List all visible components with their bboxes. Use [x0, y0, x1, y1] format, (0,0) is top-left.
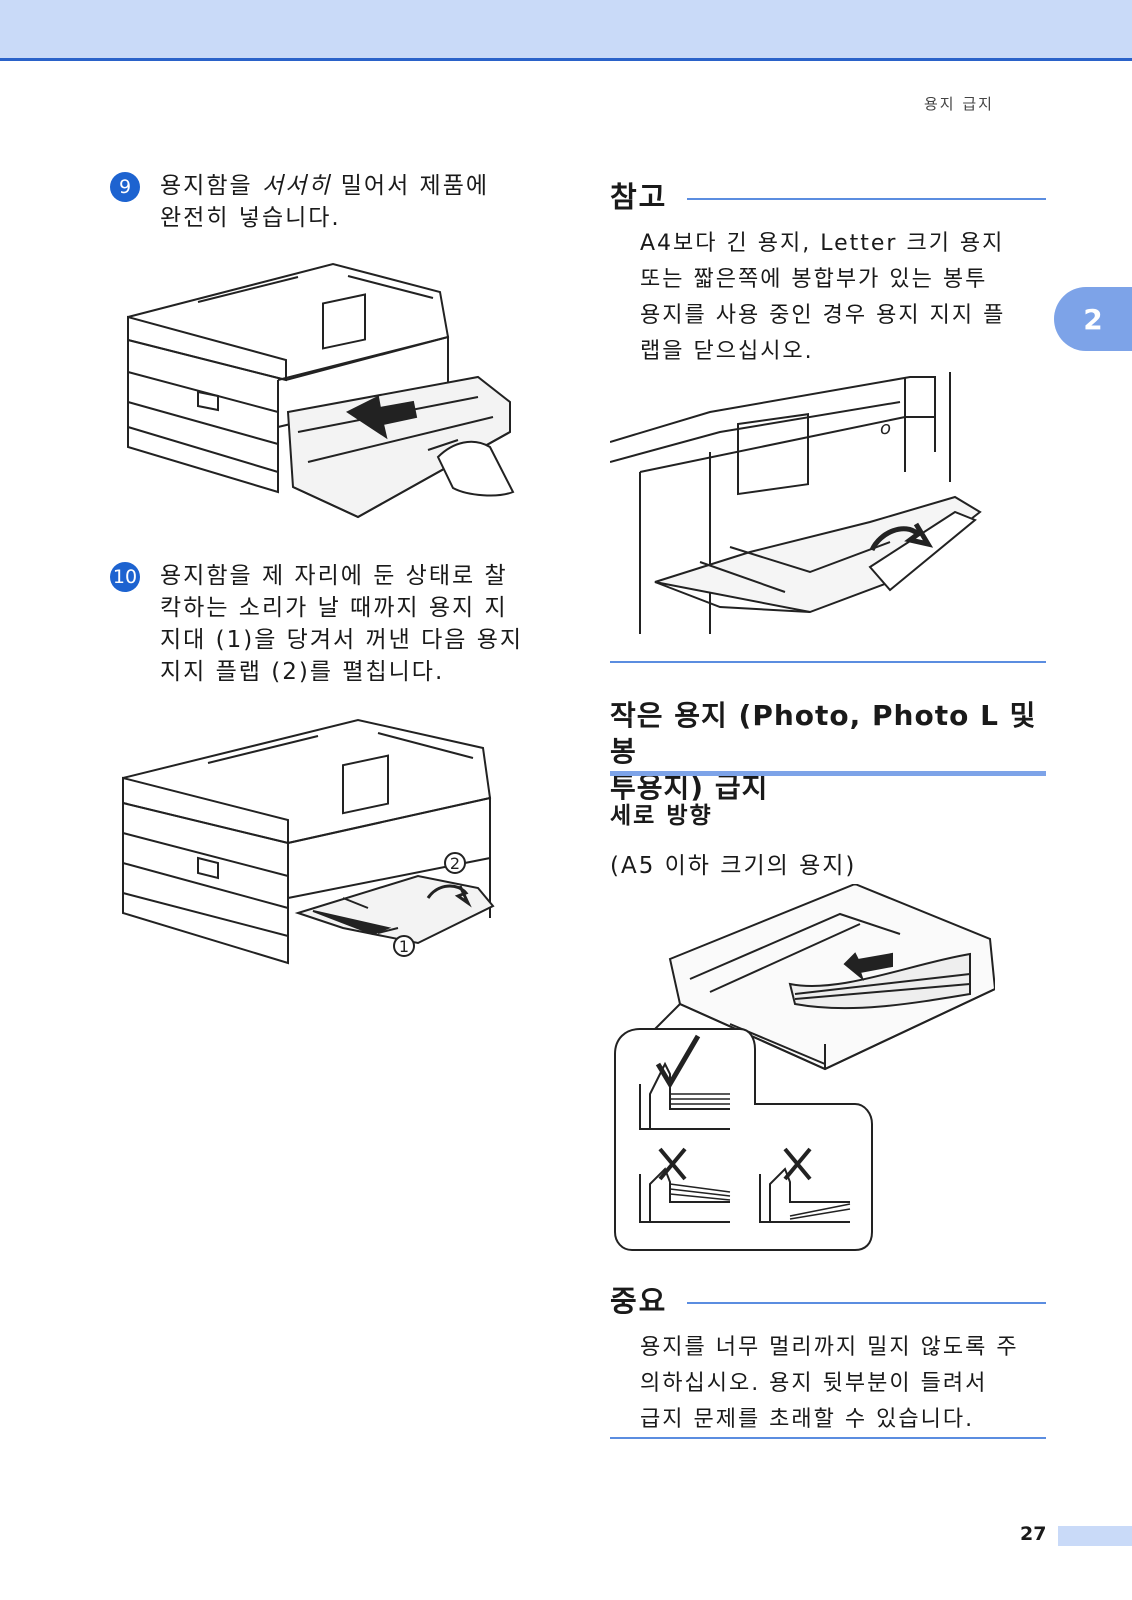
step-10-line: 용지함을 제 자리에 둔 상태로 찰 — [160, 563, 508, 589]
note-body: A4보다 긴 용지, Letter 크기 용지 또는 짧은쪽에 봉합부가 있는 … — [640, 226, 1046, 370]
top-header-band — [0, 0, 1132, 61]
running-header: 용지 급지 — [924, 95, 994, 113]
important-bottom-rule — [610, 1437, 1046, 1439]
note-title: 참고 — [610, 180, 668, 214]
step-10: 10 용지함을 제 자리에 둔 상태로 찰 칵하는 소리가 날 때까지 용지 지… — [110, 560, 550, 688]
section-title-line: 작은 용지 (Photo, Photo L 및 봉 — [610, 699, 1037, 768]
step-10-line: 칵하는 소리가 날 때까지 용지 지 — [160, 595, 508, 621]
step-10-text: 용지함을 제 자리에 둔 상태로 찰 칵하는 소리가 날 때까지 용지 지 지대… — [160, 560, 550, 688]
step-9-text: 용지함을 서서히 밀어서 제품에 완전히 넣습니다. — [160, 170, 550, 234]
step-9-text-part: 용지함을 — [160, 173, 262, 199]
step-10-line: 지대 (1)을 당겨서 꺼낸 다음 용지 — [160, 627, 524, 653]
important-title: 중요 — [610, 1284, 668, 1318]
svg-text:o: o — [880, 418, 891, 439]
note-line: 용지를 사용 중인 경우 용지 지지 플 — [640, 303, 1006, 328]
callout-1: 1 — [399, 937, 409, 956]
section-title-line: 투용지) 급지 — [610, 771, 769, 804]
step-9-emphasis: 서서히 — [261, 173, 332, 199]
step-9-text-part: 밀어서 제품에 — [331, 173, 490, 199]
step-9-line-2: 완전히 넣습니다. — [160, 205, 341, 231]
step-number-badge: 10 — [110, 562, 140, 592]
step-number-badge: 9 — [110, 172, 140, 202]
important-box: 중요 용지를 너무 멀리까지 밀지 않도록 주 의하십시오. 용지 뒷부분이 들… — [610, 1278, 1046, 1438]
subheading: 세로 방향 — [610, 803, 713, 829]
printer-support-flap-illustration: 1 2 — [122, 718, 495, 965]
important-line: 용지를 너무 멀리까지 밀지 않도록 주 — [640, 1335, 1019, 1360]
note-line: A4보다 긴 용지, Letter 크기 용지 — [640, 231, 1005, 256]
important-line: 급지 문제를 초래할 수 있습니다. — [640, 1407, 975, 1432]
support-flap-close-illustration: o — [610, 372, 982, 634]
callout-2: 2 — [450, 854, 460, 873]
important-line: 의하십시오. 용지 뒷부분이 들려서 — [640, 1371, 988, 1396]
important-body: 용지를 너무 멀리까지 밀지 않도록 주 의하십시오. 용지 뒷부분이 들려서 … — [640, 1330, 1046, 1438]
step-9: 9 용지함을 서서히 밀어서 제품에 완전히 넣습니다. — [110, 170, 550, 234]
chapter-tab: 2 — [1054, 287, 1132, 351]
step-10-line: 지지 플랩 (2)를 펼칩니다. — [160, 659, 445, 685]
section-title-rule — [610, 771, 1046, 776]
note-line: 랩을 닫으십시오. — [640, 339, 814, 364]
note-box: 참고 A4보다 긴 용지, Letter 크기 용지 또는 짧은쪽에 봉합부가 … — [610, 174, 1046, 370]
note-line: 또는 짧은쪽에 봉합부가 있는 봉투 — [640, 267, 988, 292]
printer-tray-push-illustration — [127, 262, 515, 519]
footer-band — [1058, 1526, 1132, 1546]
section-divider — [610, 661, 1046, 663]
paper-size-note: (A5 이하 크기의 용지) — [610, 853, 857, 879]
section-title: 작은 용지 (Photo, Photo L 및 봉 투용지) 급지 — [610, 698, 1050, 806]
page-number: 27 — [1020, 1523, 1047, 1545]
paper-tray-loading-illustration — [614, 884, 995, 1251]
note-title-rule — [687, 198, 1046, 200]
important-title-rule — [687, 1302, 1046, 1304]
